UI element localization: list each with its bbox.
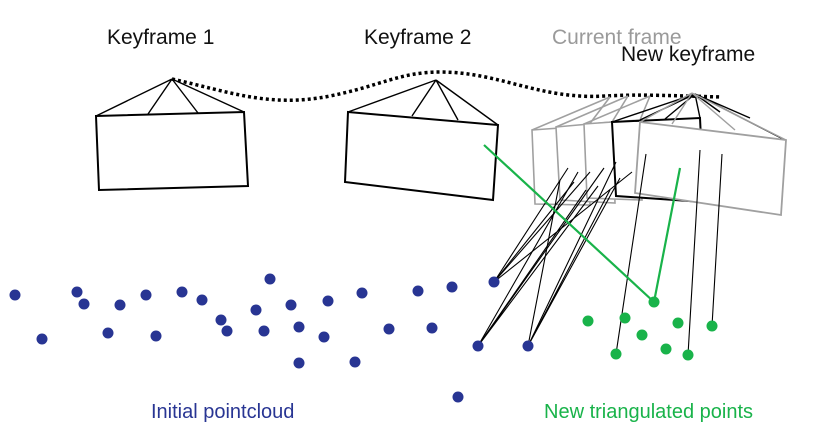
keyframe-2 [343,79,500,202]
initial-point [71,286,83,298]
initial-point [322,295,334,307]
new-triangulated-point [706,320,718,332]
keyframe-2-image-plane [343,110,500,202]
initial-point [264,273,276,285]
initial-point [349,356,361,368]
new-triangulated-point [672,317,684,329]
current-frame [634,92,787,217]
initial-point [221,325,233,337]
new-points-label: New triangulated points [544,401,753,423]
initial-point [102,327,114,339]
initial-point [258,325,270,337]
current-frame-image-plane [634,120,787,217]
initial-point [452,391,464,403]
initial-pointcloud-label: Initial pointcloud [151,401,294,423]
initial-point [383,323,395,335]
initial-point [426,322,438,334]
initial-point [9,289,21,301]
keyframe-1 [94,78,250,192]
triangulation-rays [483,144,682,303]
initial-point [293,357,305,369]
new-triangulated-point [648,296,660,308]
initial-point [522,340,534,352]
keyframe-1-image-plane [94,110,250,192]
initial-point [356,287,368,299]
initial-point [412,285,424,297]
current-frame-label: Current frame [552,26,682,49]
initial-point [150,330,162,342]
new-triangulated-point [582,315,594,327]
projection-rays-initial [477,161,633,347]
initial-point [114,299,126,311]
current-frame-pyramid [639,92,787,141]
new-triangulated-point [610,348,622,360]
initial-point [293,321,305,333]
initial-point [488,276,500,288]
initial-point [176,286,188,298]
new-triangulated-points [582,296,718,361]
initial-point [472,340,484,352]
new-triangulated-point [619,312,631,324]
new-triangulated-point [660,343,672,355]
initial-point [36,333,48,345]
new-keyframe-label: New keyframe [621,43,755,66]
initial-point [446,281,458,293]
keyframe-2-pyramid [347,79,499,126]
initial-point [215,314,227,326]
camera-trajectory [171,70,723,102]
initial-point [318,331,330,343]
keyframe-1-pyramid [95,78,245,117]
initial-point [196,294,208,306]
initial-point [78,298,90,310]
keyframe-2-label: Keyframe 2 [364,26,471,49]
initial-point [250,304,262,316]
keyframe-1-label: Keyframe 1 [107,26,214,49]
new-triangulated-point [682,349,694,361]
initial-point [140,289,152,301]
initial-pointcloud-points [9,273,534,403]
new-triangulated-point [636,329,648,341]
initial-point [285,299,297,311]
